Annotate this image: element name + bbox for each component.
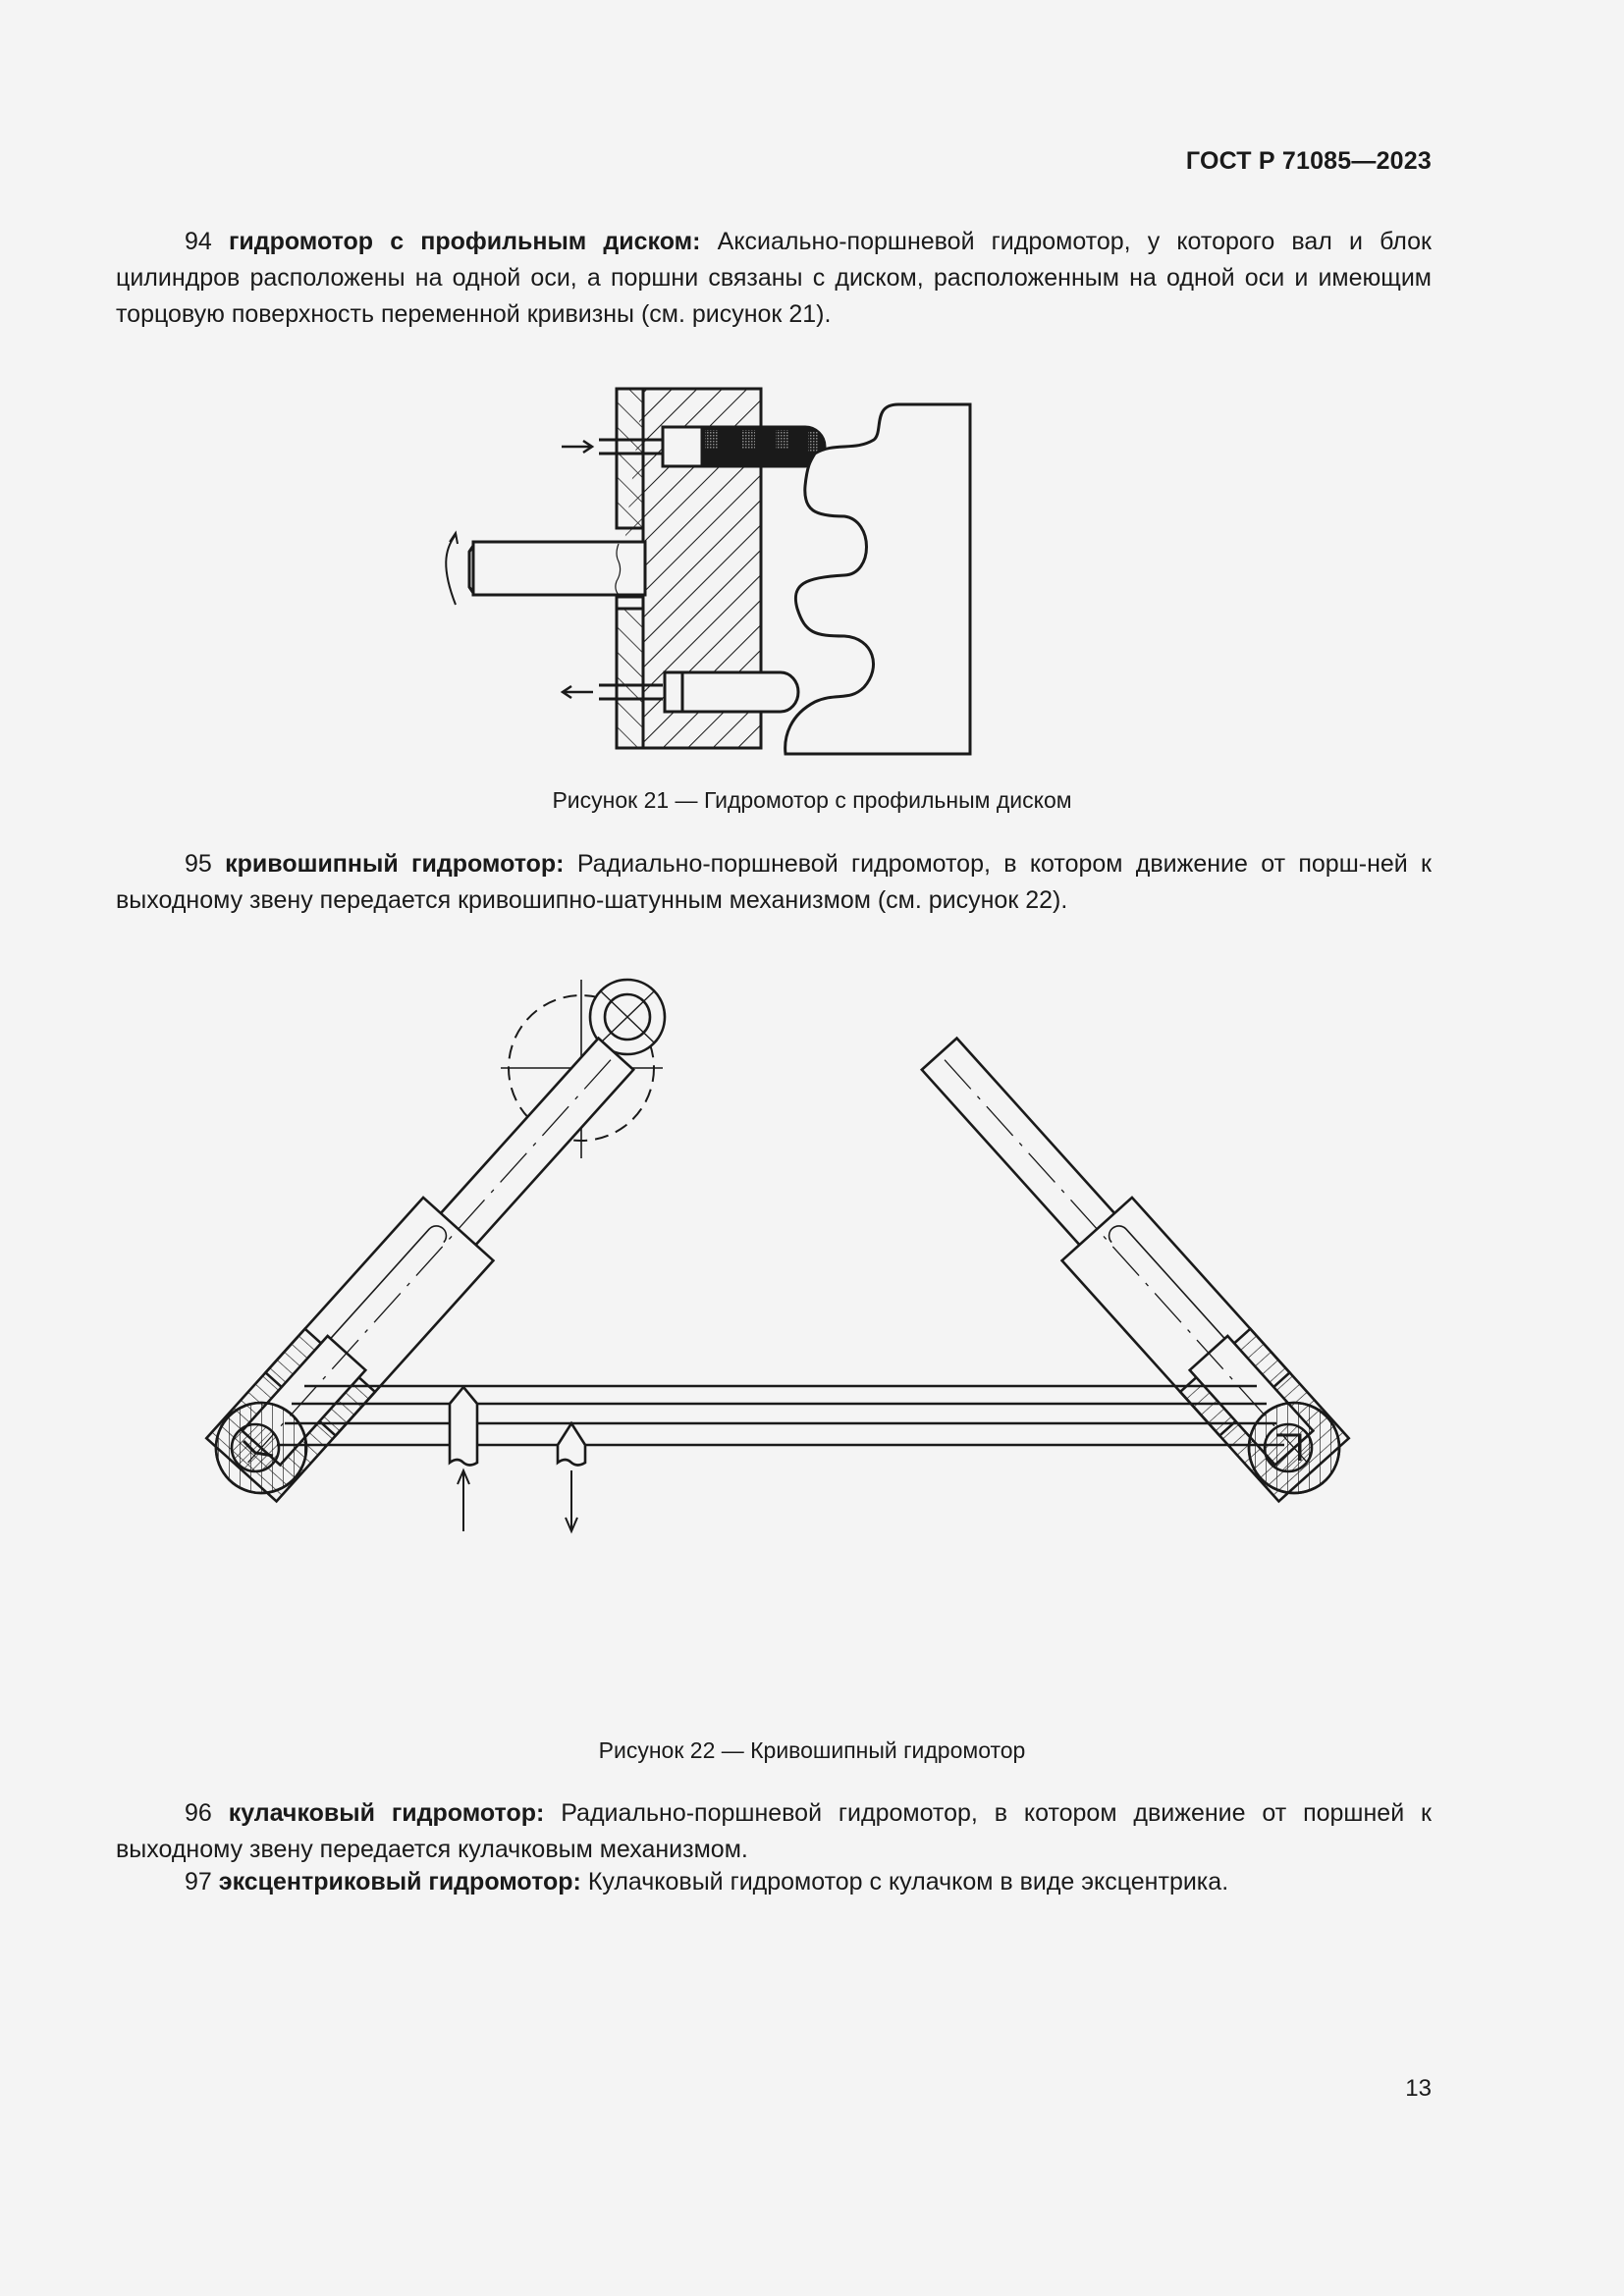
figure-21-profile-disk-motor bbox=[445, 387, 972, 756]
term-title: гидромотор с профильным диском: bbox=[228, 228, 701, 255]
inlet-pipe bbox=[448, 1384, 479, 1467]
document-code: ГОСТ Р 71085—2023 bbox=[1185, 147, 1432, 175]
term-definition: Радиально-поршневой гидромотор, в которо… bbox=[116, 850, 1432, 914]
term-definition: Кулачковый гидромотор с кулачком в виде … bbox=[587, 1868, 1229, 1896]
profile-disk bbox=[784, 402, 972, 756]
term-95-paragraph: 95 кривошипный гидромотор: Радиально-пор… bbox=[116, 846, 1432, 919]
term-definition: Радиально-поршневой гидромотор, в которо… bbox=[116, 1799, 1432, 1863]
outlet-pipe bbox=[556, 1420, 587, 1467]
top-piston-head bbox=[661, 425, 704, 468]
bottom-piston-head bbox=[663, 670, 684, 714]
flow-arrows bbox=[445, 439, 595, 700]
figure-22-crank-motor bbox=[204, 978, 1351, 1534]
term-97-paragraph: 97 эксцентриковый гидромотор: Кулачковый… bbox=[116, 1864, 1432, 1900]
figure-21-caption: Рисунок 21 — Гидромотор с профильным дис… bbox=[552, 787, 1072, 813]
figure-22-caption: Рисунок 22 — Кривошипный гидромотор bbox=[598, 1737, 1026, 1763]
term-number: 94 bbox=[185, 228, 212, 255]
bottom-piston bbox=[680, 670, 800, 714]
term-number: 97 bbox=[185, 1868, 212, 1896]
term-title: эксцентриковый гидромотор: bbox=[218, 1868, 581, 1896]
rotation-arrow-icon bbox=[445, 534, 457, 606]
term-number: 96 bbox=[185, 1799, 212, 1827]
distributor-plate-bottom bbox=[615, 607, 645, 750]
term-number: 95 bbox=[185, 850, 212, 878]
term-title: кривошипный гидромотор: bbox=[225, 850, 565, 878]
page-number: 13 bbox=[1405, 2075, 1432, 2102]
term-96-paragraph: 96 кулачковый гидромотор: Радиально-порш… bbox=[116, 1795, 1432, 1868]
top-piston bbox=[700, 425, 827, 468]
term-94-paragraph: 94 гидромотор с профильным диском: Аксиа… bbox=[116, 224, 1432, 333]
shaft bbox=[471, 540, 647, 597]
term-definition: Аксиально-поршневой гидромотор, у которо… bbox=[116, 228, 1432, 328]
inflow-arrow-icon bbox=[457, 1468, 470, 1531]
outflow-arrow-icon bbox=[565, 1470, 578, 1534]
term-title: кулачковый гидромотор: bbox=[228, 1799, 545, 1827]
